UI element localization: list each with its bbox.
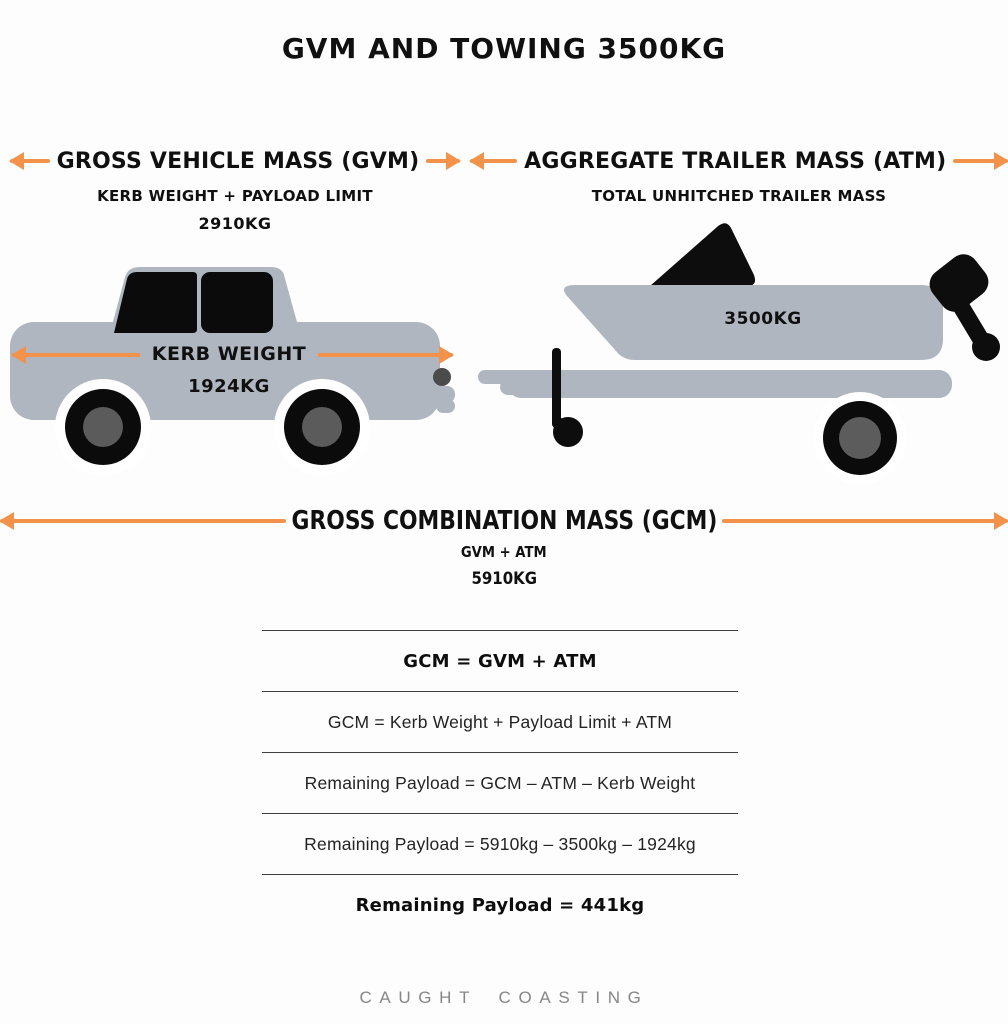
trailer-atm-value: 3500KG	[724, 309, 802, 329]
boat-hull	[564, 285, 943, 360]
gcm-subheading: GVM + ATM	[461, 543, 547, 561]
formula-row: GCM = GVM + ATM	[262, 630, 738, 691]
gvm-value: 2910KG	[198, 214, 272, 233]
formula-row: Remaining Payload = 5910kg – 3500kg – 19…	[262, 813, 738, 874]
atm-heading: AGGREGATE TRAILER MASS (ATM)	[524, 148, 947, 174]
formula-row: Remaining Payload = GCM – ATM – Kerb Wei…	[262, 752, 738, 813]
kerb-weight-label: KERB WEIGHT	[139, 342, 319, 366]
truck-front-window	[114, 272, 197, 333]
formula-row: GCM = Kerb Weight + Payload Limit + ATM	[262, 691, 738, 752]
tow-ball	[433, 368, 451, 386]
boat-windshield	[650, 223, 756, 286]
tow-bar	[424, 386, 455, 403]
boat-trailer-illustration	[478, 223, 1000, 484]
kerb-weight-label-wrap: KERB WEIGHT	[0, 342, 458, 366]
gvm-left-arrow-icon	[9, 159, 50, 163]
atm-subheading: TOTAL UNHITCHED TRAILER MASS	[591, 187, 887, 205]
gvm-heading: GROSS VEHICLE MASS (GVM)	[56, 148, 420, 174]
gvm-right-arrow-icon	[426, 159, 461, 163]
gcm-value: 5910KG	[471, 569, 537, 589]
page-title: GVM AND TOWING 3500KG	[281, 32, 727, 65]
truck-illustration	[10, 267, 455, 475]
atm-right-arrow-icon	[953, 159, 1008, 163]
brand-footer: CAUGHT COASTING	[359, 988, 649, 1007]
gvm-subheading: KERB WEIGHT + PAYLOAD LIMIT	[97, 187, 373, 205]
gcm-left-arrow-icon	[0, 519, 286, 523]
kerb-weight-value: 1924KG	[188, 376, 270, 397]
gcm-right-arrow-icon	[722, 519, 1008, 523]
trailer-frame	[508, 370, 952, 398]
outboard-motor	[929, 254, 1000, 361]
front-hub	[83, 407, 123, 447]
formula-table: GCM = GVM + ATM GCM = Kerb Weight + Payl…	[262, 630, 738, 935]
formula-row: Remaining Payload = 441kg	[262, 874, 738, 935]
atm-header: AGGREGATE TRAILER MASS (ATM)	[470, 146, 1008, 176]
gcm-heading: GROSS COMBINATION MASS (GCM)	[291, 506, 717, 536]
truck-rear-window	[201, 272, 273, 333]
jockey-wheel	[552, 348, 583, 447]
trailer-hub	[839, 417, 881, 459]
rear-hub	[302, 407, 342, 447]
atm-left-arrow-icon	[470, 159, 518, 163]
gcm-header: GROSS COMBINATION MASS (GCM)	[0, 506, 1008, 536]
gvm-header: GROSS VEHICLE MASS (GVM)	[0, 146, 470, 176]
